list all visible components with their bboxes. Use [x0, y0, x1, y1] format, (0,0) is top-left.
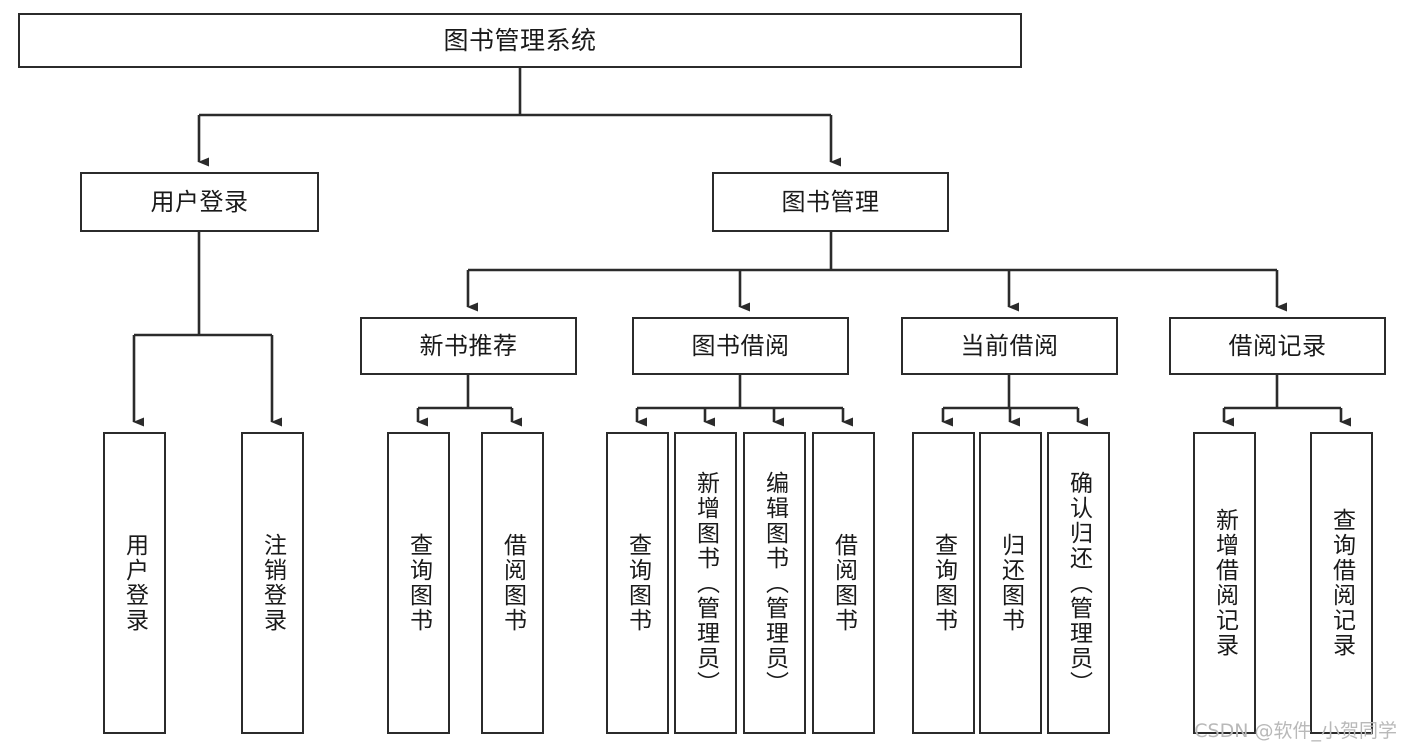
node-root[interactable]: 图书管理系统: [18, 13, 1022, 68]
node-leaf-query-book-1[interactable]: 查询图书: [387, 432, 450, 734]
node-book-borrow-label: 图书借阅: [691, 331, 790, 360]
node-leaf-confirm-return-label: 确认归还（管理员）: [1065, 470, 1092, 696]
node-leaf-logout-label: 注销登录: [259, 533, 286, 633]
node-leaf-query-record-label: 查询借阅记录: [1328, 508, 1355, 658]
node-leaf-query-book-2[interactable]: 查询图书: [606, 432, 669, 734]
node-book-borrow[interactable]: 图书借阅: [632, 317, 849, 375]
node-leaf-borrow-book-1-label: 借阅图书: [499, 533, 526, 633]
node-current-borrow-label: 当前借阅: [960, 331, 1059, 360]
node-leaf-edit-book[interactable]: 编辑图书（管理员）: [743, 432, 806, 734]
node-book-manage-label: 图书管理: [781, 187, 880, 216]
node-new-book-recommend-label: 新书推荐: [419, 331, 518, 360]
node-leaf-query-record[interactable]: 查询借阅记录: [1310, 432, 1373, 734]
node-leaf-borrow-book-1[interactable]: 借阅图书: [481, 432, 544, 734]
node-leaf-add-record[interactable]: 新增借阅记录: [1193, 432, 1256, 734]
node-book-manage[interactable]: 图书管理: [712, 172, 949, 232]
node-leaf-confirm-return[interactable]: 确认归还（管理员）: [1047, 432, 1110, 734]
node-leaf-query-book-3-label: 查询图书: [930, 533, 957, 633]
node-borrow-record[interactable]: 借阅记录: [1169, 317, 1386, 375]
node-new-book-recommend[interactable]: 新书推荐: [360, 317, 577, 375]
watermark: CSDN @软件_小贺同学: [1194, 720, 1397, 742]
node-leaf-borrow-book-2-label: 借阅图书: [830, 533, 857, 633]
node-leaf-edit-book-label: 编辑图书（管理员）: [761, 470, 788, 696]
node-leaf-return-book[interactable]: 归还图书: [979, 432, 1042, 734]
node-root-label: 图书管理系统: [443, 25, 597, 55]
node-leaf-logout[interactable]: 注销登录: [241, 432, 304, 734]
node-leaf-login[interactable]: 用户登录: [103, 432, 166, 734]
node-leaf-return-book-label: 归还图书: [997, 533, 1024, 633]
node-borrow-record-label: 借阅记录: [1228, 331, 1327, 360]
node-leaf-login-label: 用户登录: [121, 533, 148, 633]
node-user-login[interactable]: 用户登录: [80, 172, 319, 232]
node-current-borrow[interactable]: 当前借阅: [901, 317, 1118, 375]
node-leaf-add-book[interactable]: 新增图书（管理员）: [674, 432, 737, 734]
node-leaf-query-book-2-label: 查询图书: [624, 533, 651, 633]
node-leaf-query-book-1-label: 查询图书: [405, 533, 432, 633]
node-user-login-label: 用户登录: [150, 187, 249, 216]
node-leaf-query-book-3[interactable]: 查询图书: [912, 432, 975, 734]
node-leaf-add-record-label: 新增借阅记录: [1211, 508, 1238, 658]
node-leaf-add-book-label: 新增图书（管理员）: [692, 470, 719, 696]
node-leaf-borrow-book-2[interactable]: 借阅图书: [812, 432, 875, 734]
